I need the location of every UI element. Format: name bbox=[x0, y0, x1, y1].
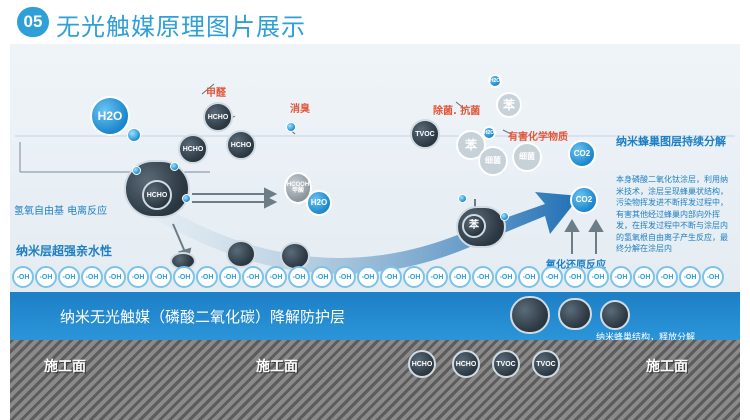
oh-bubble: -OH bbox=[679, 266, 701, 288]
honeycomb-structure bbox=[510, 296, 550, 334]
water-bubble bbox=[132, 166, 141, 175]
hydrophilic-label: 纳米层超强亲水性 bbox=[16, 244, 113, 258]
oh-bubble: -OH bbox=[173, 266, 195, 288]
oh-bubble: -OH bbox=[587, 266, 609, 288]
honeycomb-structure bbox=[558, 298, 592, 330]
oh-bubble: -OH bbox=[380, 266, 402, 288]
structure-label: 纳米蜂巢结构，释放分解 bbox=[596, 333, 696, 343]
water-bubble bbox=[500, 212, 509, 221]
benzene-molecule: 苯 bbox=[462, 214, 486, 238]
honeycomb-title: 纳米蜂巢图层持续分解 bbox=[616, 135, 726, 148]
oh-bubble: -OH bbox=[541, 266, 563, 288]
co2-molecule: CO2 bbox=[570, 186, 598, 214]
water-bubble bbox=[170, 162, 179, 171]
construction-surface bbox=[10, 340, 740, 420]
oh-bubble: -OH bbox=[495, 266, 517, 288]
benzene-molecule: 苯 bbox=[496, 92, 522, 118]
co2-molecule: CO2 bbox=[568, 140, 596, 168]
oh-bubble: -OH bbox=[702, 266, 724, 288]
oh-bubble: -OH bbox=[104, 266, 126, 288]
hydroxyl-row: -OH -OH -OH -OH -OH -OH -OH -OH -OH -OH … bbox=[10, 266, 740, 292]
oh-bubble: -OH bbox=[357, 266, 379, 288]
hcho-molecule: HCHO bbox=[408, 350, 436, 378]
oh-bubble: -OH bbox=[150, 266, 172, 288]
tvoc-molecule: TVOC bbox=[410, 119, 440, 149]
hcho-molecule: HCHO bbox=[226, 130, 256, 160]
hcho-molecule: HCHO bbox=[452, 350, 480, 378]
h2o-small-molecule: H2O bbox=[482, 126, 496, 140]
surface-cluster bbox=[226, 240, 256, 268]
tvoc-molecule: TVOC bbox=[532, 350, 560, 378]
section-title: 无光触媒原理图片展示 bbox=[56, 13, 306, 41]
section-number-badge: 05 bbox=[17, 7, 49, 37]
hcooh-label: HCOOH bbox=[286, 182, 310, 188]
oh-bubble: -OH bbox=[12, 266, 34, 288]
diagram-scene: H2O H2O 甲醛 HCHO HCHO HCHO 消臭 HCHO HCOOH … bbox=[10, 44, 740, 420]
tvoc-molecule: TVOC bbox=[492, 350, 520, 378]
water-bubble bbox=[458, 194, 467, 203]
section-header: 05 无光触媒原理图片展示 bbox=[0, 0, 750, 41]
bacteria-molecule: 细菌 bbox=[478, 146, 508, 176]
oh-bubble: -OH bbox=[196, 266, 218, 288]
construction-surface-label: 施工面 bbox=[44, 359, 86, 375]
oh-bubble: -OH bbox=[242, 266, 264, 288]
oh-bubble: -OH bbox=[518, 266, 540, 288]
protection-layer-label: 纳米无光触媒（磷酸二氧化碳）降解防护层 bbox=[60, 308, 346, 326]
oh-bubble: -OH bbox=[610, 266, 632, 288]
water-bubble bbox=[182, 194, 191, 203]
formaldehyde-label: 甲醛 bbox=[206, 88, 226, 99]
main-flow-arrow bbox=[150, 192, 580, 274]
oh-bubble: -OH bbox=[35, 266, 57, 288]
oh-bubble: -OH bbox=[472, 266, 494, 288]
oh-bubble: -OH bbox=[58, 266, 80, 288]
oh-bubble: -OH bbox=[288, 266, 310, 288]
antibacterial-label: 除菌. 抗菌 bbox=[433, 106, 481, 117]
construction-surface-label: 施工面 bbox=[256, 359, 298, 375]
oh-bubble: -OH bbox=[334, 266, 356, 288]
oh-bubble: -OH bbox=[656, 266, 678, 288]
hcho-molecule: HCHO bbox=[178, 134, 208, 164]
redox-reaction-label: 氧化还原反应 bbox=[546, 256, 606, 271]
oh-bubble: -OH bbox=[81, 266, 103, 288]
water-bubble bbox=[127, 128, 141, 142]
oh-bubble: -OH bbox=[127, 266, 149, 288]
h2o-molecule: H2O bbox=[306, 190, 332, 216]
bacteria-molecule: 细菌 bbox=[512, 142, 542, 172]
construction-surface-label: 施工面 bbox=[646, 359, 688, 375]
deodorize-label: 消臭 bbox=[290, 104, 310, 115]
oh-bubble: -OH bbox=[219, 266, 241, 288]
honeycomb-description: 本身磷酸二氧化钛涂层，利用纳米技术，涂层呈现蜂巢状结构，污染物挥发进不断挥发过程… bbox=[616, 175, 728, 253]
h2o-large-molecule: H2O bbox=[90, 96, 130, 136]
methanol-label: 甲酸 bbox=[291, 188, 304, 194]
oh-bubble: -OH bbox=[426, 266, 448, 288]
oh-bubble: -OH bbox=[265, 266, 287, 288]
hcho-molecule: HCHO bbox=[142, 180, 172, 210]
oh-bubble: -OH bbox=[311, 266, 333, 288]
hcho-molecule: HCHO bbox=[203, 102, 233, 132]
radical-reaction-label: 氢氧自由基 电离反应 bbox=[14, 206, 108, 217]
oh-bubble: -OH bbox=[403, 266, 425, 288]
oh-bubble: -OH bbox=[449, 266, 471, 288]
oh-bubble: -OH bbox=[633, 266, 655, 288]
harmful-chemicals-label: 有害化学物质 bbox=[508, 132, 568, 143]
h2o-small-molecule: H2O bbox=[488, 74, 502, 88]
water-bubble bbox=[286, 122, 296, 132]
honeycomb-structure bbox=[600, 300, 630, 330]
oh-bubble: -OH bbox=[564, 266, 586, 288]
